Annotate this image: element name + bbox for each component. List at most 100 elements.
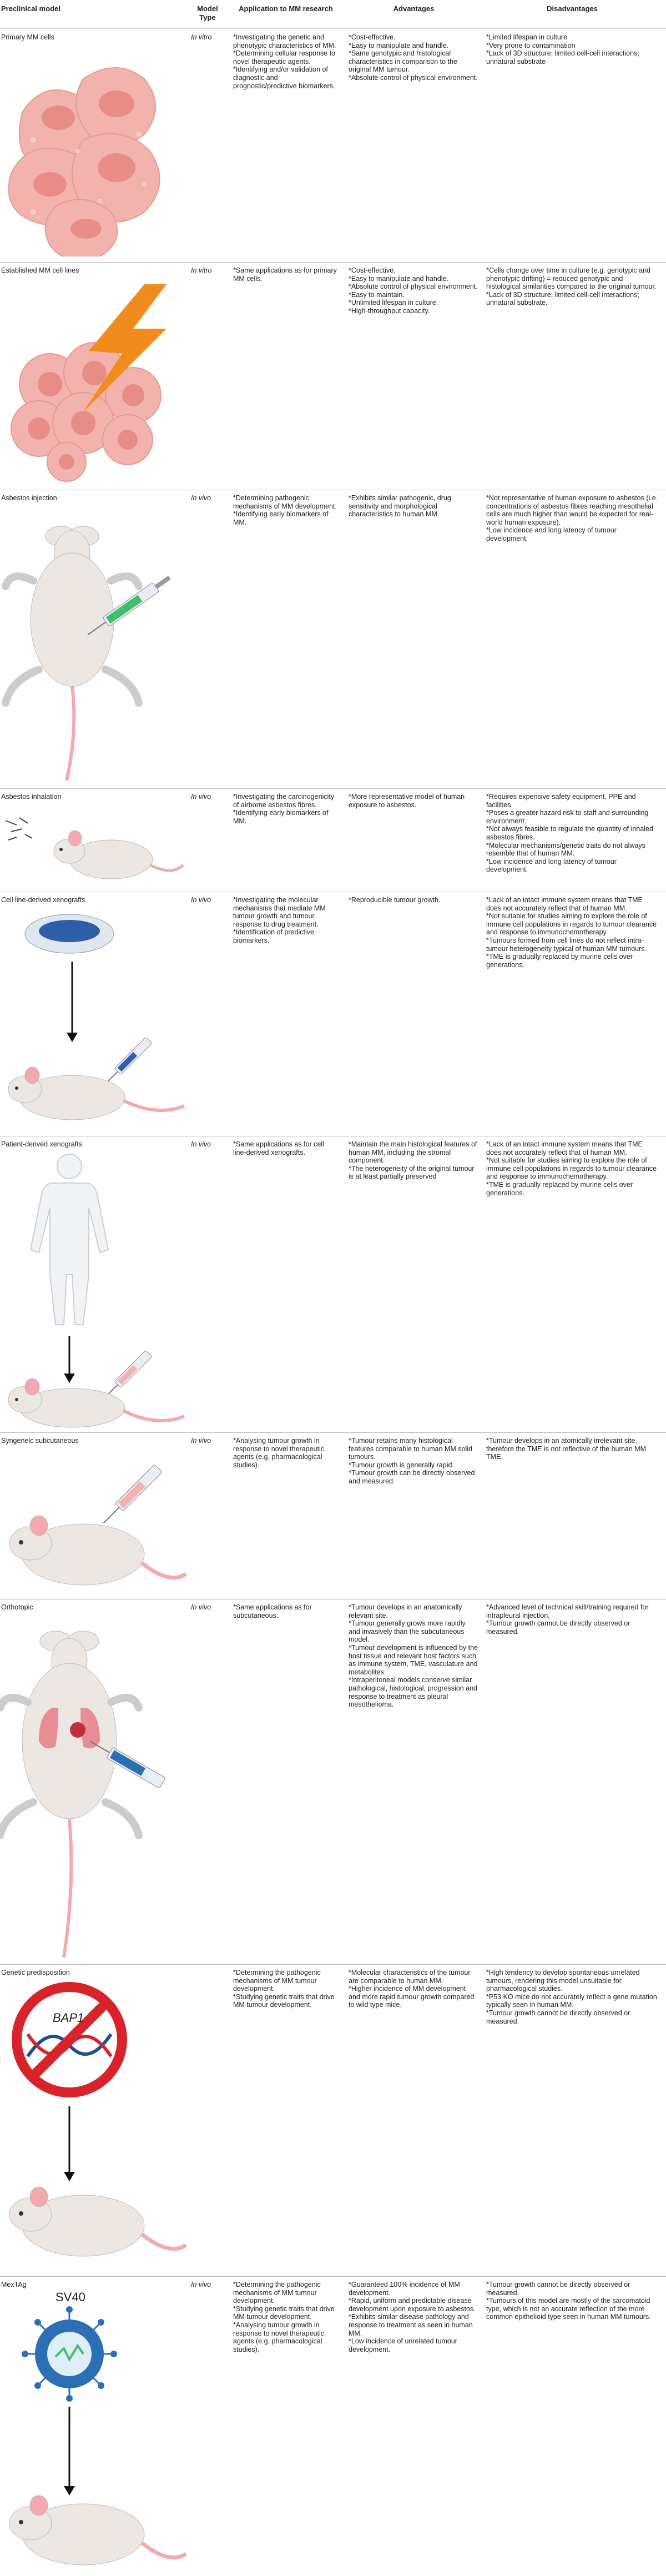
application-item: *Investigating the molecular mechanisms … [233, 896, 326, 928]
disadvantage-item: *Molecular mechanisms/genetic traits do … [486, 841, 645, 858]
application-item: *Investigating the genetic and phenotypi… [233, 33, 336, 49]
advantage-item: *Maintain the main histological features… [349, 1140, 477, 1165]
header-application: Application to MM research [239, 4, 333, 13]
application-item: *Identifying early biomarkers of MM. [233, 809, 329, 825]
mouse-icon [8, 1066, 185, 1120]
advantage-item: *Easy to manipulate and handle. [349, 274, 448, 283]
application-item: *Studying genetic traits that drive MM t… [233, 1993, 335, 2009]
disadvantage-item: *Low incidence and long latency of tumou… [486, 526, 617, 542]
header-model: Preclinical model [1, 4, 60, 13]
table-row: Primary MM cells In vitro *Investigating… [0, 29, 666, 263]
model-name: Genetic predisposition [1, 1969, 70, 1976]
advantage-item: *Tumour development is influenced by the… [349, 1643, 478, 1676]
disadvantage-item: *Not suitable for studies aiming to expl… [486, 1156, 657, 1181]
model-name: Asbestos inhalation [1, 793, 62, 801]
cell-line-illustration [11, 284, 167, 482]
advantage-item: *Rapid, uniform and predictable disease … [349, 2297, 476, 2313]
advantages-cell: *Cost-effective. *Easy to manipulate and… [349, 266, 479, 315]
application-cell: *Determining the pathogenic mechanisms o… [233, 2281, 339, 2353]
no-bap1-icon [12, 1982, 127, 2097]
application-item: *Determining the pathogenic mechanisms o… [233, 2281, 321, 2305]
advantage-item: *Tumour retains many histological featur… [349, 1437, 473, 1461]
mouse-icon [53, 830, 184, 879]
mouse-icon [8, 1378, 185, 1428]
fibres-icon [5, 817, 33, 841]
disadvantage-item: *Not always feasible to regulate the qua… [486, 825, 653, 841]
application-item: *Analysing tumour growth in response to … [233, 2321, 324, 2353]
sv40-label: SV40 [56, 2290, 85, 2304]
advantage-item: *Higher incidence of MM development and … [349, 1985, 475, 2009]
disadvantage-item: *Low incidence and long latency of tumou… [486, 857, 617, 874]
advantage-item: *More representative model of human expo… [349, 793, 465, 809]
table-row: Orthotopic In vivo *Same applications as… [0, 1599, 666, 1965]
header-disadvantages: Disadvantages [547, 4, 598, 13]
model-name: Cell line-derived xenografts [1, 896, 85, 904]
model-type: In vitro [191, 266, 212, 274]
application-item: *Studying genetic traits that drive MM t… [233, 2305, 335, 2321]
model-name: Established MM cell lines [1, 266, 79, 274]
disadvantage-item: *Lack of an intact immune system means t… [486, 1140, 643, 1156]
disadvantage-item: *Very prone to contamination [486, 41, 576, 49]
advantage-item: *Intraperitoneal models conserve similar… [349, 1676, 478, 1709]
advantage-item: *Exhibits similar pathogenic, drug sensi… [349, 494, 451, 519]
model-type: In vitro [191, 33, 212, 41]
model-type: In vivo [191, 1603, 211, 1611]
advantage-item: *Tumour growth is generally rapid. [349, 1461, 454, 1469]
model-type: In vivo [191, 2281, 211, 2288]
advantages-cell: *Maintain the main histological features… [349, 1140, 479, 1181]
disadvantage-item: *Poses a greater hazard risk to staff an… [486, 809, 649, 825]
advantage-item: *Low incidence of unrelated tumour devel… [349, 2337, 457, 2353]
disadvantages-cell: *High tendency to develop spontaneous un… [486, 1969, 658, 2025]
arrow-down-icon [64, 2106, 75, 2181]
disadvantage-item: *TME is gradually replaced by murine cel… [486, 953, 633, 969]
disadvantage-item: *Cells change over time in culture (e.g.… [486, 266, 657, 291]
application-item: *Determining cellular response to novel … [233, 49, 336, 66]
advantage-item: *Easy to manipulate and handle. [349, 41, 448, 49]
application-cell: *Investigating the molecular mechanisms … [233, 896, 339, 945]
advantage-item: *The heterogeneity of the original tumou… [349, 1164, 475, 1181]
application-cell: *Analysing tumour growth in response to … [233, 1437, 339, 1469]
advantages-cell: *Tumour retains many histological featur… [349, 1437, 479, 1486]
application-item: *Identifying and/or validation of diagno… [233, 66, 335, 90]
arrow-down-icon [67, 962, 78, 1042]
advantages-cell: *Cost-effective. *Easy to manipulate and… [349, 33, 479, 82]
disadvantages-cell: *Not representative of human exposure to… [486, 494, 658, 543]
table-row: Asbestos inhalation In vivo *Investigati… [0, 788, 666, 892]
advantage-item: *Same genotypic and histological charact… [349, 49, 457, 74]
application-cell: *Determining pathogenic mechanisms of MM… [233, 494, 339, 526]
model-type: In vivo [191, 1140, 211, 1148]
model-name: Syngeneic subcutaneous [1, 1437, 79, 1445]
disadvantage-item: *Not representative of human exposure to… [486, 494, 658, 526]
model-type: In vivo [191, 494, 211, 502]
advantages-cell: *Molecular characteristics of the tumour… [349, 1969, 479, 2009]
application-cell: *Same applications as for cell line-deri… [233, 1140, 339, 1156]
mextag-illustration: SV40 [9, 2290, 187, 2565]
orthotopic-illustration [0, 1631, 165, 1958]
disadvantage-item: *Tumours of this model are mostly of the… [486, 2297, 651, 2321]
cell-cluster-icon [11, 342, 162, 482]
mouse-icon [9, 1515, 187, 1586]
table-row: Syngeneic subcutaneous In vivo *Analysin… [0, 1432, 666, 1599]
table-row: Asbestos injection In vivo *Determining … [0, 490, 666, 789]
advantages-cell: *More representative model of human expo… [349, 793, 479, 809]
disadvantage-item: *Lack of 3D structure; limited cell-cell… [486, 290, 639, 307]
mouse-icon [9, 2495, 187, 2565]
advantage-item: *Guaranteed 100% incidence of MM develop… [349, 2281, 460, 2297]
mouse-inhalation-illustration [5, 817, 184, 879]
disadvantages-cell: *Advanced level of technical skill/train… [486, 1603, 658, 1636]
disadvantage-item: *Requires expensive safety equipment, PP… [486, 793, 636, 809]
model-name: Asbestos injection [1, 494, 57, 502]
cell-cluster-illustration [8, 67, 160, 256]
advantage-item: *Unlimited lifespan in culture. [349, 299, 438, 307]
table-row: Genetic predisposition *Determining the … [0, 1964, 666, 2277]
disadvantage-item: *Tumours formed from cell lines do not r… [486, 936, 647, 953]
advantage-item: *Cost-effective. [349, 33, 396, 41]
mouse-icon [0, 1631, 143, 1958]
disadvantage-item: *Tumour growth cannot be directly observ… [486, 2009, 630, 2025]
mouse-icon [9, 2186, 187, 2257]
advantage-item: *Reproducible tumour growth. [349, 896, 441, 904]
advantage-item: *Absolute control of physical environmen… [349, 73, 478, 82]
advantage-item: *Tumour growth can be directly observed … [349, 1469, 475, 1485]
lightning-icon [83, 284, 167, 412]
disadvantages-cell: *Tumour develops in an atomically irrele… [486, 1437, 658, 1461]
